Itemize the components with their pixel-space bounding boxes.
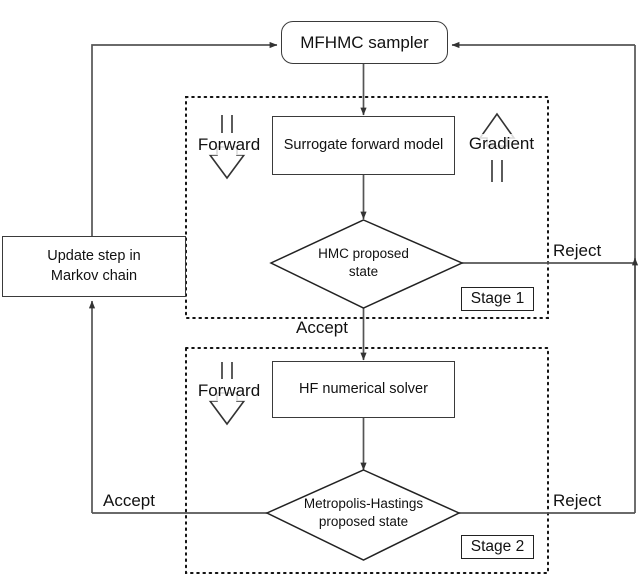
accept-label-stage1-wrap: Accept [296,317,370,339]
forward-arrow-stage1-shaft [221,115,233,133]
stage1-tag-label: Stage 1 [470,290,525,307]
accept-label-stage2: Accept [103,491,155,510]
forward-label-stage1: Forward [196,135,262,155]
gradient-label-stage1: Gradient [467,134,536,154]
update-step-label-line1: Update step in [47,247,141,264]
mh-decision-label-line2: proposed state [318,514,409,529]
hmc-decision-label-line1: HMC proposed [318,246,409,262]
forward-label-stage1-wrap: Forward [186,134,272,156]
reject-label-stage1: Reject [553,241,602,260]
stage2-tag: Stage 2 [461,535,534,559]
stage2-tag-label: Stage 2 [470,538,525,555]
edge-update-to-sampler [91,41,278,236]
node-hf-numerical-solver[interactable]: HF numerical solver [272,361,455,418]
gradient-arrow-stage1-shaft [491,160,503,182]
node-update-step[interactable]: Update step in Markov chain [2,236,186,297]
forward-label-stage2-wrap: Forward [186,380,272,402]
hmc-diamond-shape [269,219,464,309]
node-mh-proposed-state[interactable]: Metropolis-Hastings proposed state [271,490,456,536]
node-mfhmc-sampler[interactable]: MFHMC sampler [281,21,448,64]
accept-label-stage2-wrap: Accept [103,490,179,512]
stage1-dotted-border [185,96,549,319]
node-hmc-proposed-state[interactable]: HMC proposed state [281,240,446,286]
stage2-dotted-border [185,347,549,574]
reject-label-stage2: Reject [553,491,602,510]
node-surrogate-forward-model[interactable]: Surrogate forward model [272,116,455,175]
stage1-tag: Stage 1 [461,287,534,311]
mh-diamond-shape [265,469,461,561]
hf-solver-label: HF numerical solver [299,380,428,397]
accept-label-stage1: Accept [296,318,348,337]
mfhmc-sampler-label: MFHMC sampler [300,32,429,52]
reject-label-stage2-wrap: Reject [553,490,629,512]
update-step-label-line2: Markov chain [50,267,138,284]
gradient-label-stage1-wrap: Gradient [455,133,548,155]
reject-label-stage1-wrap: Reject [553,240,629,262]
mh-decision-label-line1: Metropolis-Hastings [303,496,424,512]
forward-label-stage2: Forward [196,381,262,401]
surrogate-label: Surrogate forward model [283,136,444,153]
hmc-decision-label-line2: state [348,264,379,279]
forward-arrow-stage2-shaft [221,362,233,379]
